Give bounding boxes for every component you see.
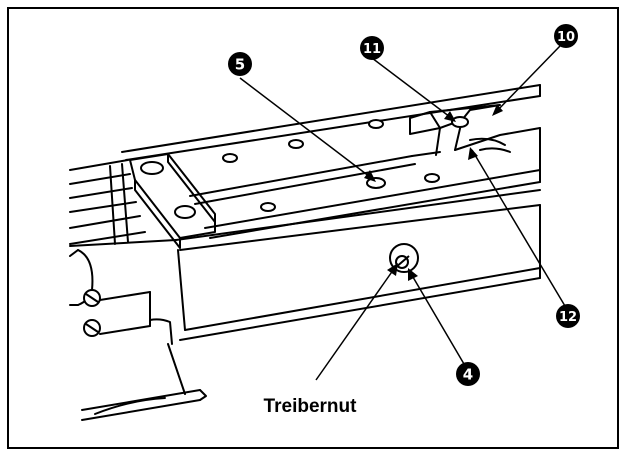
hole — [288, 139, 304, 149]
hole — [222, 153, 238, 163]
callout-4-label: 4 — [463, 366, 473, 384]
callout-5-label: 5 — [235, 56, 245, 74]
callout-12-label: 12 — [559, 310, 577, 325]
callout-11: 11 — [360, 36, 384, 60]
caption-treibernut: Treibernut — [264, 396, 358, 417]
callout-5: 5 — [228, 52, 252, 76]
figure-frame — [7, 7, 619, 449]
leader-lines — [239, 45, 566, 381]
leader-arrowheads — [364, 104, 503, 281]
hole — [451, 116, 469, 128]
hole — [260, 202, 276, 212]
hole — [424, 173, 440, 183]
callout-10-label: 10 — [557, 30, 575, 45]
callout-10: 10 — [554, 24, 578, 48]
hole — [368, 119, 384, 129]
callout-11-label: 11 — [363, 42, 381, 57]
callout-12: 12 — [556, 304, 580, 328]
callout-4: 4 — [456, 362, 480, 386]
